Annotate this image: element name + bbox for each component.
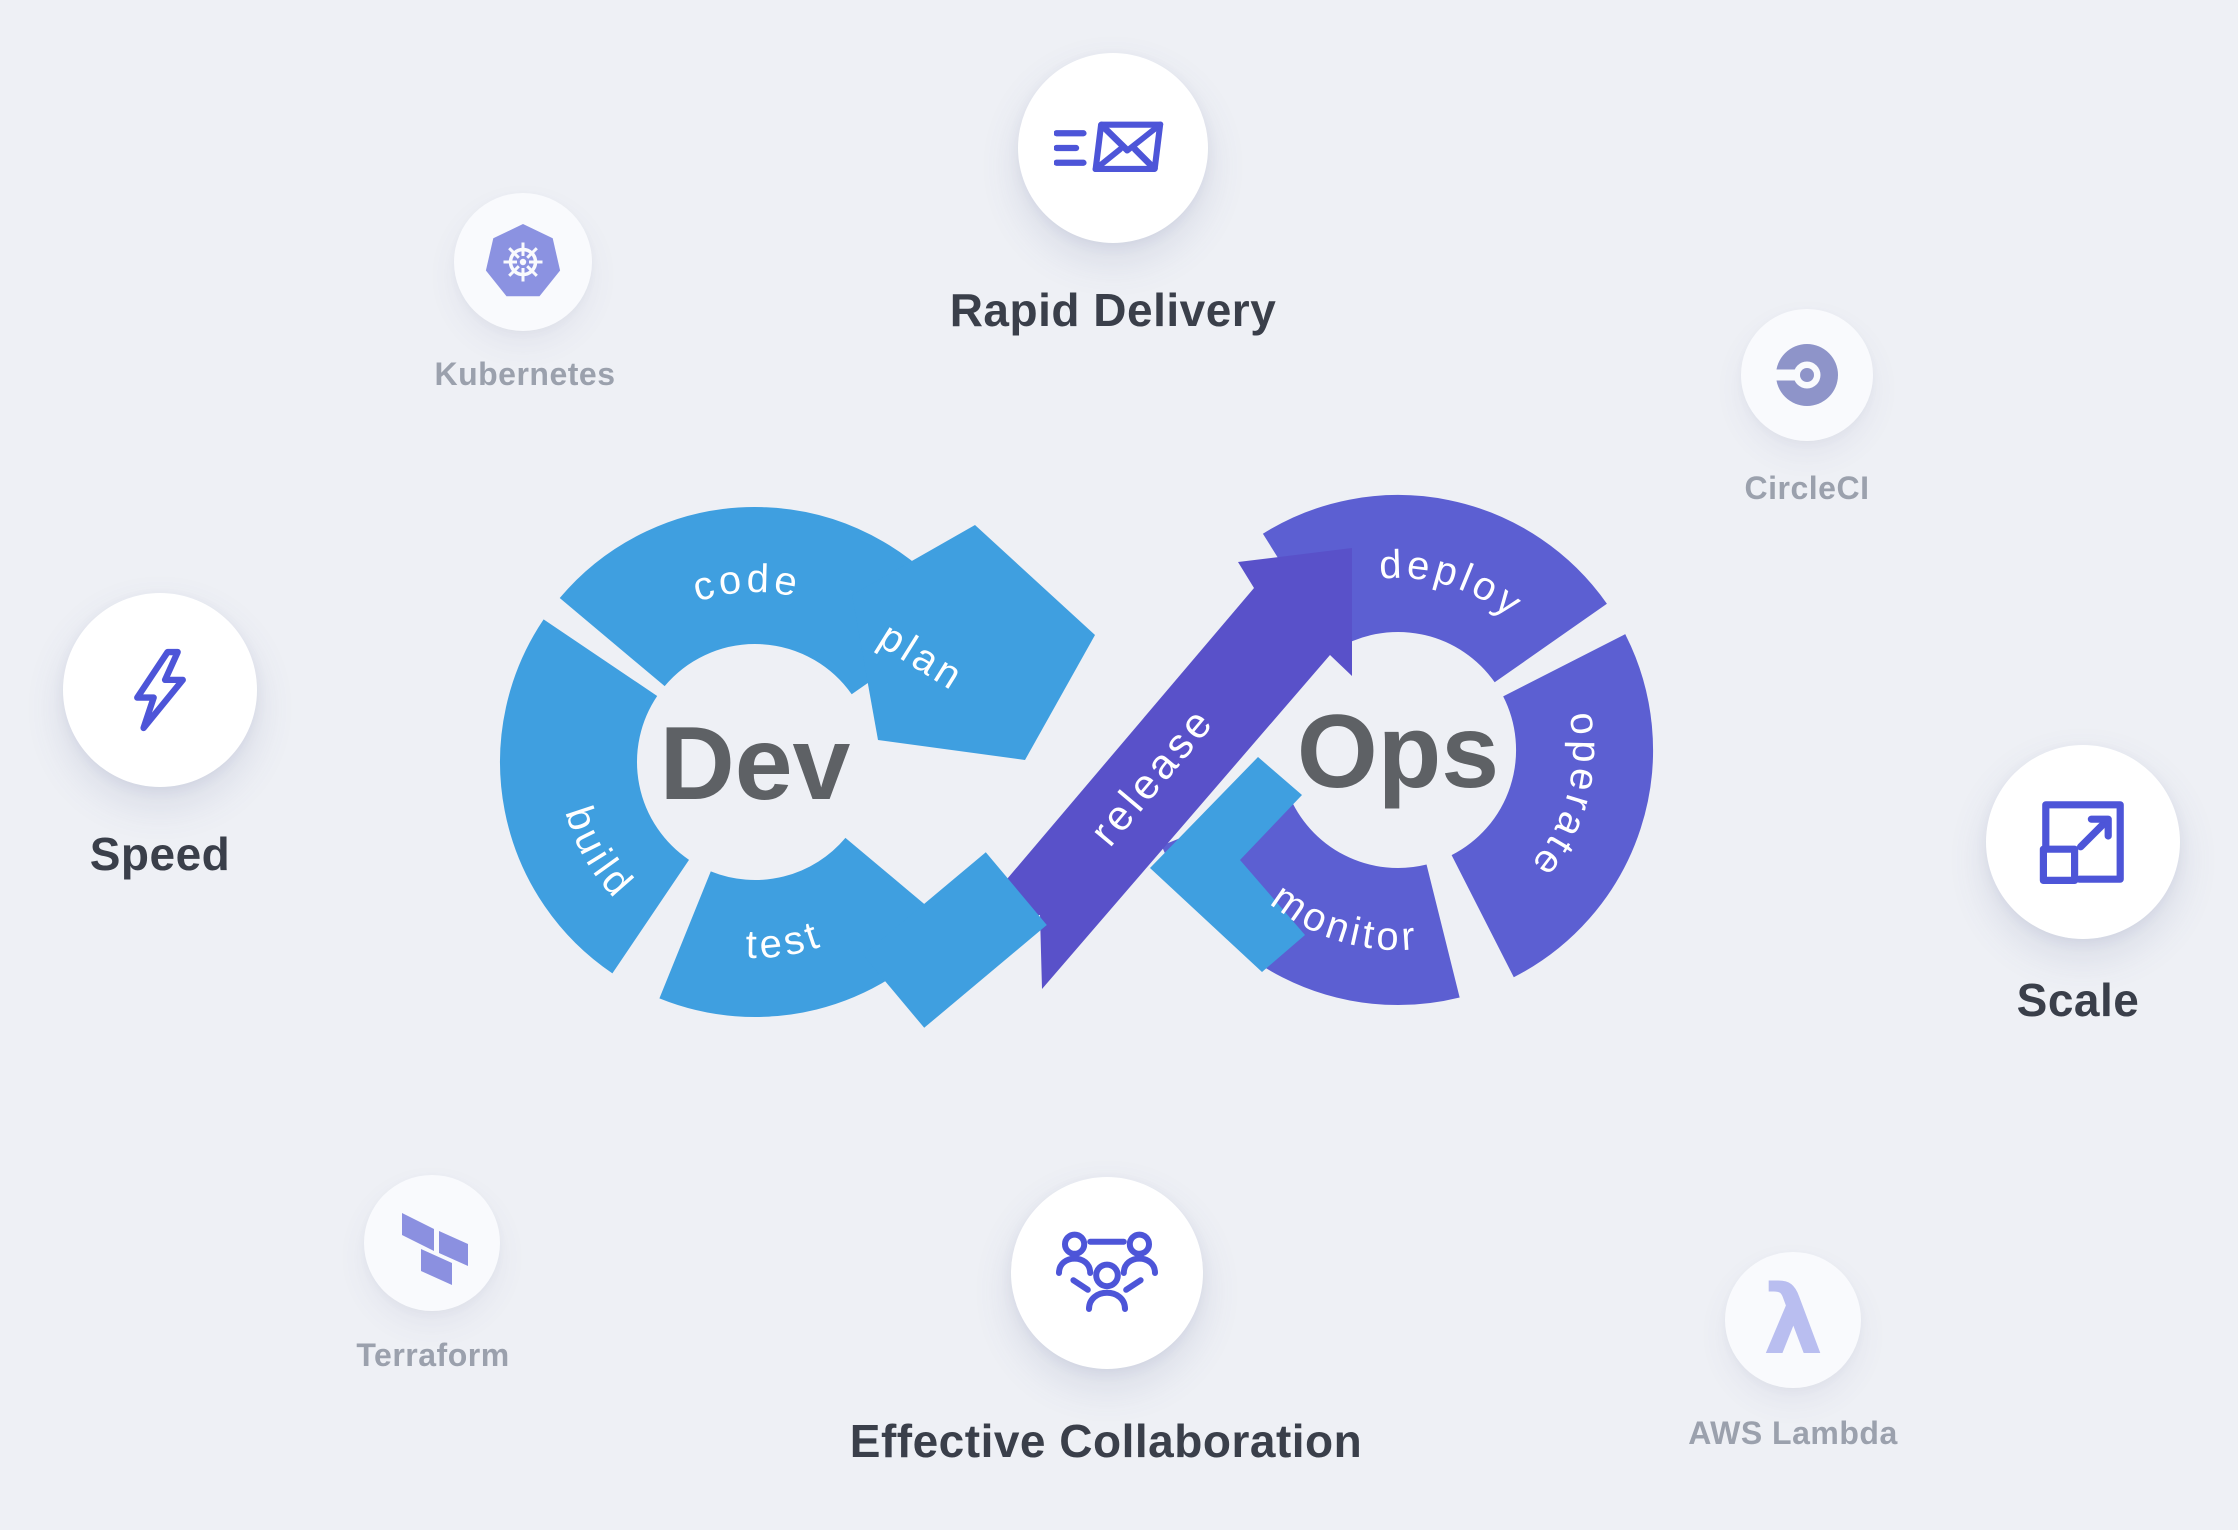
kubernetes-helm-icon [485,224,561,297]
rapid-delivery-circle [1018,53,1208,243]
kubernetes-label: Kubernetes [434,356,616,392]
terraform-label: Terraform [356,1337,510,1373]
collaboration-circle [1011,1177,1203,1369]
lambda-circle: λ [1725,1252,1861,1388]
plan-segment [852,525,1095,760]
terraform-circle [364,1175,500,1311]
scale-label: Scale [2016,974,2140,1026]
test-segment [659,836,951,1017]
aws-lambda-label: AWS Lambda [1688,1415,1898,1451]
kubernetes-circle [454,193,592,331]
collaboration-label: Effective Collaboration [849,1415,1363,1467]
dev-loop [500,507,1095,1017]
terraform-logo-icon [402,1213,468,1285]
operate-segment [1449,634,1654,978]
build-segment [500,619,691,974]
people-network-icon [1056,1231,1158,1312]
speed-circle [63,593,257,787]
dev-title: Dev [660,706,851,822]
ops-title: Ops [1297,694,1499,810]
svg-text:λ: λ [1763,1270,1823,1370]
scale-circle [1986,745,2180,939]
speed-label: Speed [89,828,231,880]
test-crossing-stub [863,852,1047,1028]
circleci-label: CircleCI [1744,470,1870,506]
release-ribbon [968,548,1352,989]
lambda-icon: λ [1763,1270,1823,1370]
circleci-circle [1741,309,1873,441]
expand-arrow-icon [2039,801,2124,884]
dev-arrowhead [1150,757,1305,972]
speeding-envelope-icon [1054,121,1164,172]
rapid-delivery-label: Rapid Delivery [949,284,1277,336]
circleci-logo-icon [1767,344,1838,406]
lightning-bolt-icon [134,648,186,732]
